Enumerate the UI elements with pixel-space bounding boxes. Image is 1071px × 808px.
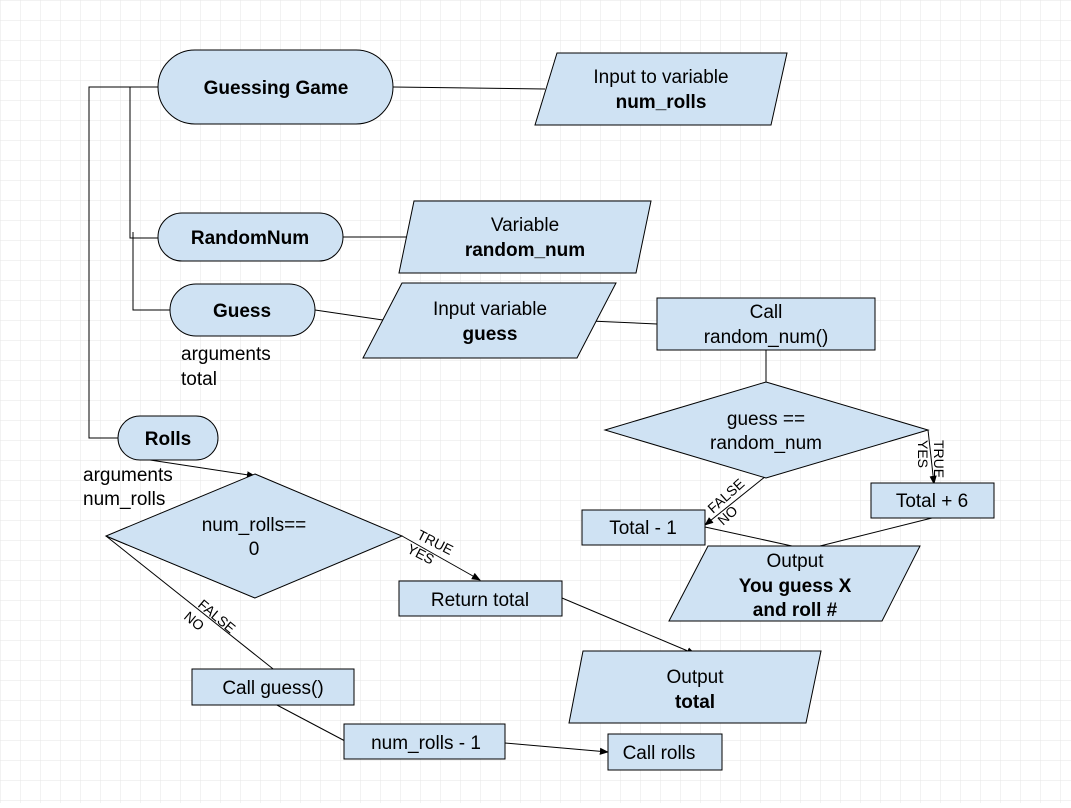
rolls-args-line1: arguments (83, 465, 173, 486)
output-total-line1: Output (666, 667, 724, 688)
call-guess-label: Call guess() (222, 678, 323, 699)
edge-call-guess-to-dec (274, 703, 346, 742)
output-total-node: Output total (568, 650, 822, 724)
total-plus-node: Total + 6 (870, 482, 995, 519)
input-num-rolls-line1: Input to variable (593, 67, 728, 88)
call-random-line2: random_num() (704, 327, 829, 348)
guess-node: Guess (169, 283, 316, 337)
connectors (88, 86, 937, 755)
num-rolls-check-line1: num_rolls== (202, 515, 307, 536)
output-guess-line1: Output (766, 551, 824, 572)
rolls-label: Rolls (145, 429, 191, 450)
edge-compare-false (704, 475, 767, 526)
edge-dec-to-call-rolls (504, 742, 609, 755)
num-rolls-dec-node: num_rolls - 1 (343, 723, 506, 760)
num-rolls-check-decision: num_rolls== 0 (104, 473, 404, 599)
return-total-label: Return total (431, 590, 529, 611)
input-guess-line1: Input variable (433, 299, 547, 320)
edge-return-to-output (561, 597, 696, 655)
output-total-line2: total (675, 692, 715, 713)
rolls-args-line2: num_rolls (83, 489, 165, 510)
guessing-game-node: Guessing Game (157, 49, 394, 125)
variable-random-num-line2: random_num (465, 240, 585, 261)
edge-game-to-guess (132, 232, 170, 311)
randomnum-node: RandomNum (157, 212, 344, 262)
edge-minus-to-output (704, 526, 793, 547)
edge-plus-to-output (819, 517, 933, 547)
guess-label: Guess (213, 301, 271, 322)
output-guess-line3: and roll # (753, 600, 838, 621)
edge-game-to-randomnum (129, 86, 158, 239)
total-minus-node: Total - 1 (581, 509, 706, 546)
edge-input-to-call-random (589, 320, 658, 325)
call-guess-node: Call guess() (191, 668, 355, 706)
variable-random-num-node: Variable random_num (398, 200, 652, 274)
call-random-node: Call random_num() (656, 297, 876, 351)
edge-game-to-rolls (88, 86, 158, 439)
num-rolls-dec-label: num_rolls - 1 (371, 733, 481, 754)
output-guess-node: Output You guess X and roll # (668, 545, 921, 622)
randomnum-label: RandomNum (191, 228, 309, 249)
return-total-node: Return total (398, 580, 563, 617)
variable-random-num-line1: Variable (491, 215, 559, 236)
edge-guess-to-input (314, 309, 391, 322)
guess-args-line1: arguments (181, 344, 271, 365)
compare-true-label: TRUE (931, 440, 947, 478)
compare-yes-label: YES (915, 440, 931, 468)
edge-check-true (401, 535, 481, 581)
input-num-rolls-node: Input to variable num_rolls (534, 52, 788, 126)
guess-args-line2: total (181, 369, 217, 390)
input-guess-node: Input variable guess (362, 282, 617, 359)
guess-compare-line1: guess == (727, 409, 805, 430)
call-rolls-label: Call rolls (623, 743, 696, 764)
output-guess-line2: You guess X (739, 576, 852, 597)
total-minus-label: Total - 1 (609, 518, 677, 539)
input-num-rolls-line2: num_rolls (616, 92, 707, 113)
edge-game-to-input-rolls (392, 86, 546, 90)
guessing-game-label: Guessing Game (204, 78, 349, 99)
edge-compare-true (927, 429, 937, 485)
rolls-node: Rolls (117, 415, 219, 461)
call-random-line1: Call (750, 302, 783, 323)
edge-check-false (105, 535, 293, 685)
guess-compare-line2: random_num (710, 433, 822, 454)
guess-compare-decision: guess == random_num (603, 381, 930, 479)
input-guess-line2: guess (463, 324, 518, 345)
edge-rolls-to-check (149, 459, 256, 479)
total-plus-label: Total + 6 (896, 491, 968, 512)
call-rolls-node: Call rolls (607, 733, 723, 771)
num-rolls-check-line2: 0 (249, 539, 260, 560)
